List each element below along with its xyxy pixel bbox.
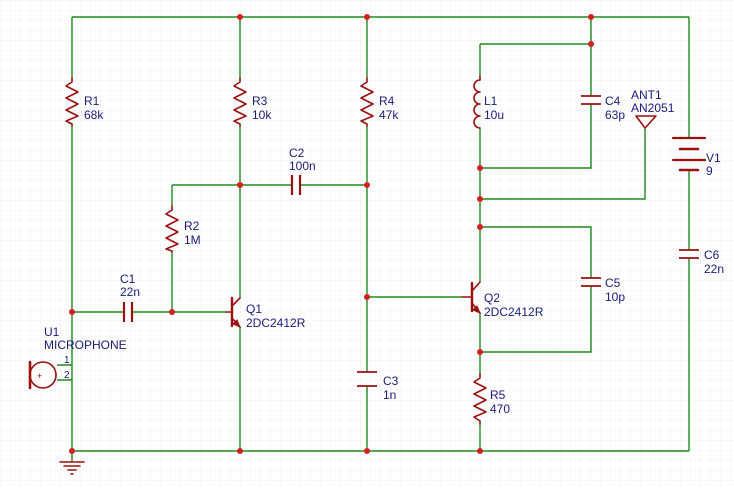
r1-ref: R1 xyxy=(84,94,100,108)
v1-value: 9 xyxy=(706,164,713,178)
capacitor-c6[interactable]: C6 22n xyxy=(679,248,724,276)
battery-v1[interactable]: V1 9 xyxy=(671,136,721,178)
q2-value: 2DC2412R xyxy=(484,305,544,319)
c5-ref: C5 xyxy=(605,276,621,290)
l1-ref: L1 xyxy=(484,94,498,108)
c2-value: 100n xyxy=(289,159,316,173)
capacitor-c4[interactable]: C4 63p xyxy=(581,94,625,122)
q1-value: 2DC2412R xyxy=(246,316,306,330)
transistor-q2[interactable]: Q2 2DC2412R xyxy=(461,281,544,319)
r2-ref: R2 xyxy=(184,219,200,233)
ant1-ref: ANT1 xyxy=(631,88,662,102)
q1-ref: Q1 xyxy=(246,302,262,316)
r5-value: 470 xyxy=(490,402,510,416)
r3-ref: R3 xyxy=(252,94,268,108)
resistor-r2[interactable]: R2 1M xyxy=(165,205,201,253)
capacitor-c5[interactable]: C5 10p xyxy=(581,276,625,304)
r4-value: 47k xyxy=(379,108,399,122)
r5-ref: R5 xyxy=(490,388,506,402)
ground-icon xyxy=(59,461,85,475)
c3-ref: C3 xyxy=(383,374,399,388)
r4-ref: R4 xyxy=(379,94,395,108)
u1-ref: U1 xyxy=(44,325,60,339)
inductor-l1[interactable]: L1 10u xyxy=(473,75,504,129)
mic-plus: + xyxy=(37,371,42,381)
c5-value: 10p xyxy=(605,290,625,304)
u1-value: MICROPHONE xyxy=(44,338,127,352)
c4-value: 63p xyxy=(605,108,625,122)
transistor-q1[interactable]: Q1 2DC2412R xyxy=(225,296,306,330)
c3-value: 1n xyxy=(383,388,396,402)
junctions xyxy=(69,14,594,454)
capacitor-c2[interactable]: C2 100n xyxy=(289,146,316,195)
v1-ref: V1 xyxy=(706,151,721,165)
resistor-r3[interactable]: R3 10k xyxy=(233,77,272,127)
u1-pin1: 1 xyxy=(64,355,70,366)
ant1-value: AN2051 xyxy=(631,101,675,115)
r1-value: 68k xyxy=(84,108,104,122)
resistor-r4[interactable]: R4 47k xyxy=(360,77,399,127)
capacitor-c1[interactable]: C1 22n xyxy=(120,272,140,322)
l1-value: 10u xyxy=(484,108,504,122)
c1-ref: C1 xyxy=(120,272,136,286)
c6-ref: C6 xyxy=(704,248,720,262)
wires xyxy=(57,16,690,462)
c2-ref: C2 xyxy=(289,146,305,160)
resistor-r5[interactable]: R5 470 xyxy=(473,373,510,425)
r2-value: 1M xyxy=(184,233,201,247)
microphone-u1[interactable]: + U1 MICROPHONE 1 2 xyxy=(28,325,127,390)
antenna-ant1[interactable]: ANT1 AN2051 xyxy=(631,88,675,129)
resistor-r1[interactable]: R1 68k xyxy=(65,77,104,127)
capacitor-c3[interactable]: C3 1n xyxy=(357,371,399,402)
q2-ref: Q2 xyxy=(484,291,500,305)
r3-value: 10k xyxy=(252,108,272,122)
c1-value: 22n xyxy=(120,285,140,299)
c6-value: 22n xyxy=(704,262,724,276)
c4-ref: C4 xyxy=(605,94,621,108)
u1-pin2: 2 xyxy=(64,370,70,381)
